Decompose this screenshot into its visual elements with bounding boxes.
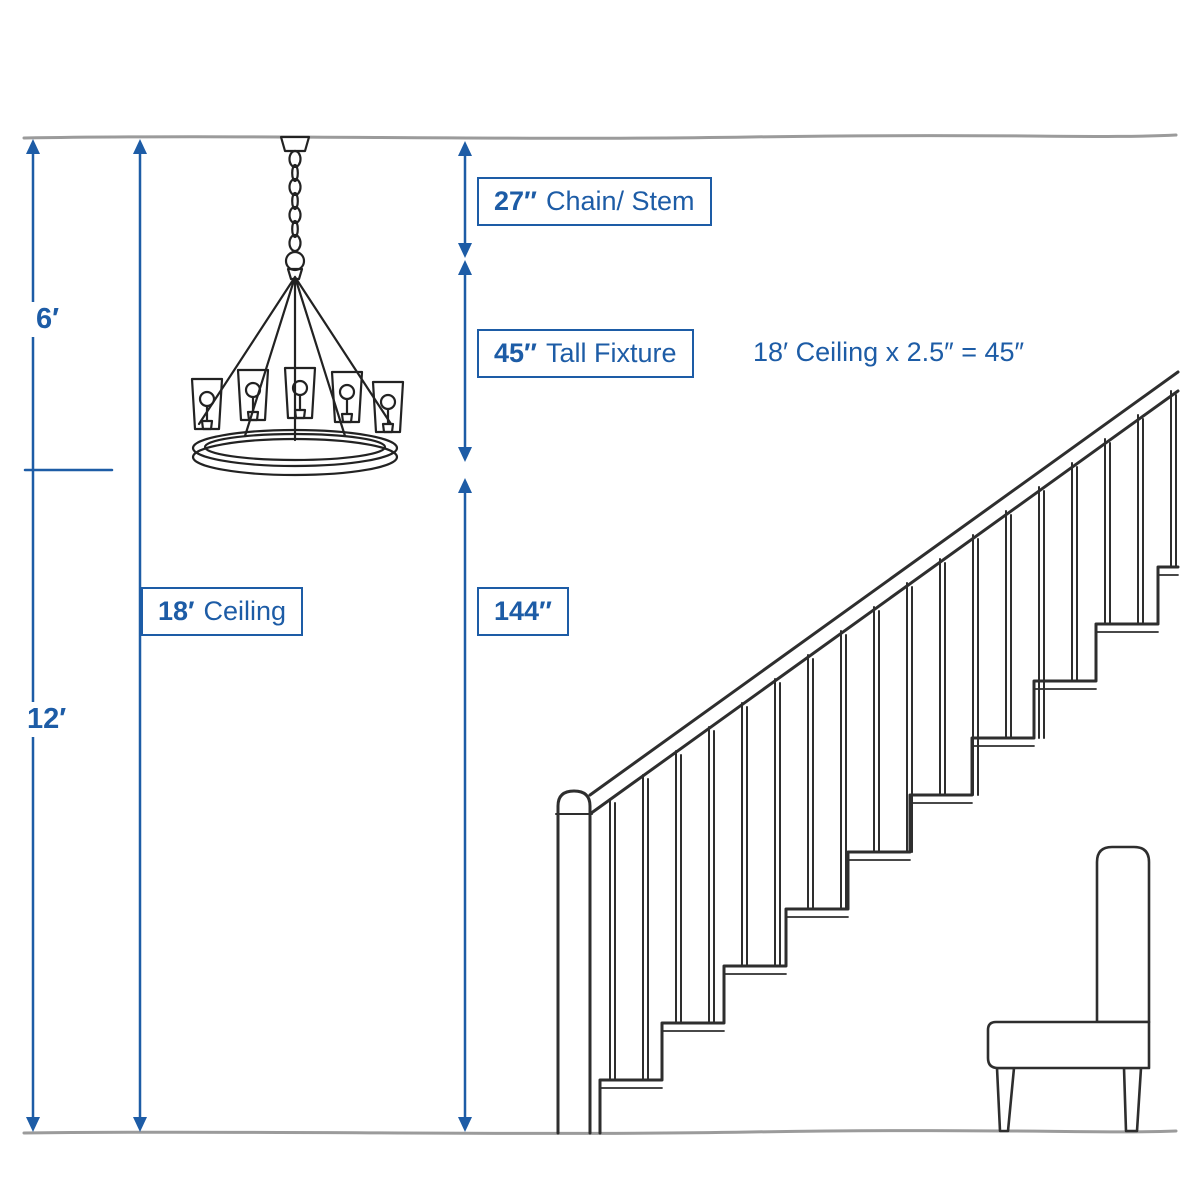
tall-fixture-value: 45″	[494, 338, 537, 368]
drop-inches-value: 144″	[494, 596, 552, 626]
handrail	[588, 370, 1180, 816]
chandelier-sketch	[190, 135, 405, 477]
chain-stem-value: 27″	[494, 186, 537, 216]
staircase-sketch	[555, 370, 1180, 1135]
ceiling-height-value: 18′	[158, 596, 195, 626]
newel-post	[556, 789, 592, 1135]
stair-steps	[598, 565, 1180, 1135]
chandelier-canopy	[279, 135, 311, 153]
chandelier-finial	[286, 267, 304, 281]
tall-fixture-label: 45″ Tall Fixture	[477, 329, 694, 378]
upper-span-label: 6′	[31, 302, 65, 337]
ceiling-height-label: 18′ Ceiling	[141, 587, 304, 636]
tall-fixture-text: Tall Fixture	[545, 338, 677, 368]
chain-stem-text: Chain/ Stem	[545, 186, 695, 216]
floor-line	[22, 1129, 1178, 1135]
chair-back	[1095, 845, 1151, 1024]
chain-stem-label: 27″ Chain/ Stem	[477, 177, 712, 226]
chandelier-chain	[288, 149, 302, 253]
chair-back-leg	[1122, 1066, 1143, 1133]
dimension-lines	[23, 148, 467, 1126]
drop-inches-label: 144″	[477, 587, 569, 636]
chair-seat	[986, 1020, 1151, 1070]
chandelier-candles	[190, 366, 405, 434]
chair-front-leg	[995, 1066, 1016, 1133]
chandelier-hub	[284, 250, 306, 272]
stair-tread-lines	[599, 574, 1179, 1089]
chandelier-ring	[191, 428, 399, 477]
balusters	[609, 390, 1177, 1081]
ceiling-height-text: Ceiling	[203, 596, 287, 626]
dimension-arrowheads	[26, 139, 472, 1132]
chair-sketch	[986, 845, 1151, 1133]
ceiling-line	[22, 133, 1178, 140]
chandelier-arms	[197, 275, 393, 442]
lower-span-label: 12′	[22, 702, 72, 737]
ceiling-formula-text: 18′ Ceiling x 2.5″ = 45″	[753, 337, 1025, 367]
